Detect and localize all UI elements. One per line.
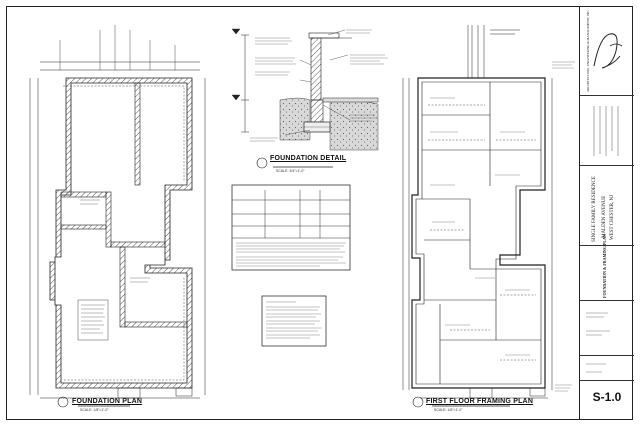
- date-cell: [580, 356, 634, 381]
- title-block: ARCHITECTURE, ENGINEERING & MANAGEMENT, …: [579, 6, 634, 420]
- foundation-detail-scale: SCALE: 3/4"=1'-0": [276, 169, 305, 173]
- firm-logo: [593, 33, 623, 69]
- project-name: SINGLE FAMILY RESIDENCE: [592, 176, 597, 242]
- foundation-detail-drawing: [231, 28, 388, 151]
- firm-name: ARCHITECTURE, ENGINEERING & MANAGEMENT, …: [586, 9, 590, 92]
- general-notes-box: [261, 295, 327, 347]
- drawing-sheet-border: [6, 6, 633, 420]
- foundation-plan-drawing: [29, 25, 206, 399]
- foundation-plan-scale: SCALE: 1/8"=1'-0": [80, 408, 109, 412]
- framing-plan-title: FIRST FLOOR FRAMING PLAN: [426, 398, 534, 405]
- sheet-subtitle: FOUNDATION & FRAMING PLAN: [602, 234, 607, 298]
- sheet-subtitle-cell: FOUNDATION & FRAMING PLAN: [580, 234, 634, 301]
- footing-schedule-table: [231, 184, 351, 271]
- sheet-number: S-1.0: [592, 390, 622, 404]
- framing-plan-scale: SCALE: 1/8"=1'-0": [434, 408, 463, 412]
- foundation-plan-title: FOUNDATION PLAN: [72, 398, 143, 405]
- project-address-1: MALDEN AVENUE: [602, 195, 607, 238]
- framing-plan-drawing: [402, 25, 575, 399]
- firm-logo-cell: ARCHITECTURE, ENGINEERING & MANAGEMENT, …: [580, 6, 634, 96]
- project-address-2: WEST CHESTER, NJ: [610, 194, 615, 240]
- stamp-cell: [580, 301, 634, 356]
- revision-cell: [580, 96, 634, 166]
- foundation-detail-title: FOUNDATION DETAIL: [270, 155, 347, 162]
- project-info-cell: SINGLE FAMILY RESIDENCE MALDEN AVENUE WE…: [580, 166, 634, 246]
